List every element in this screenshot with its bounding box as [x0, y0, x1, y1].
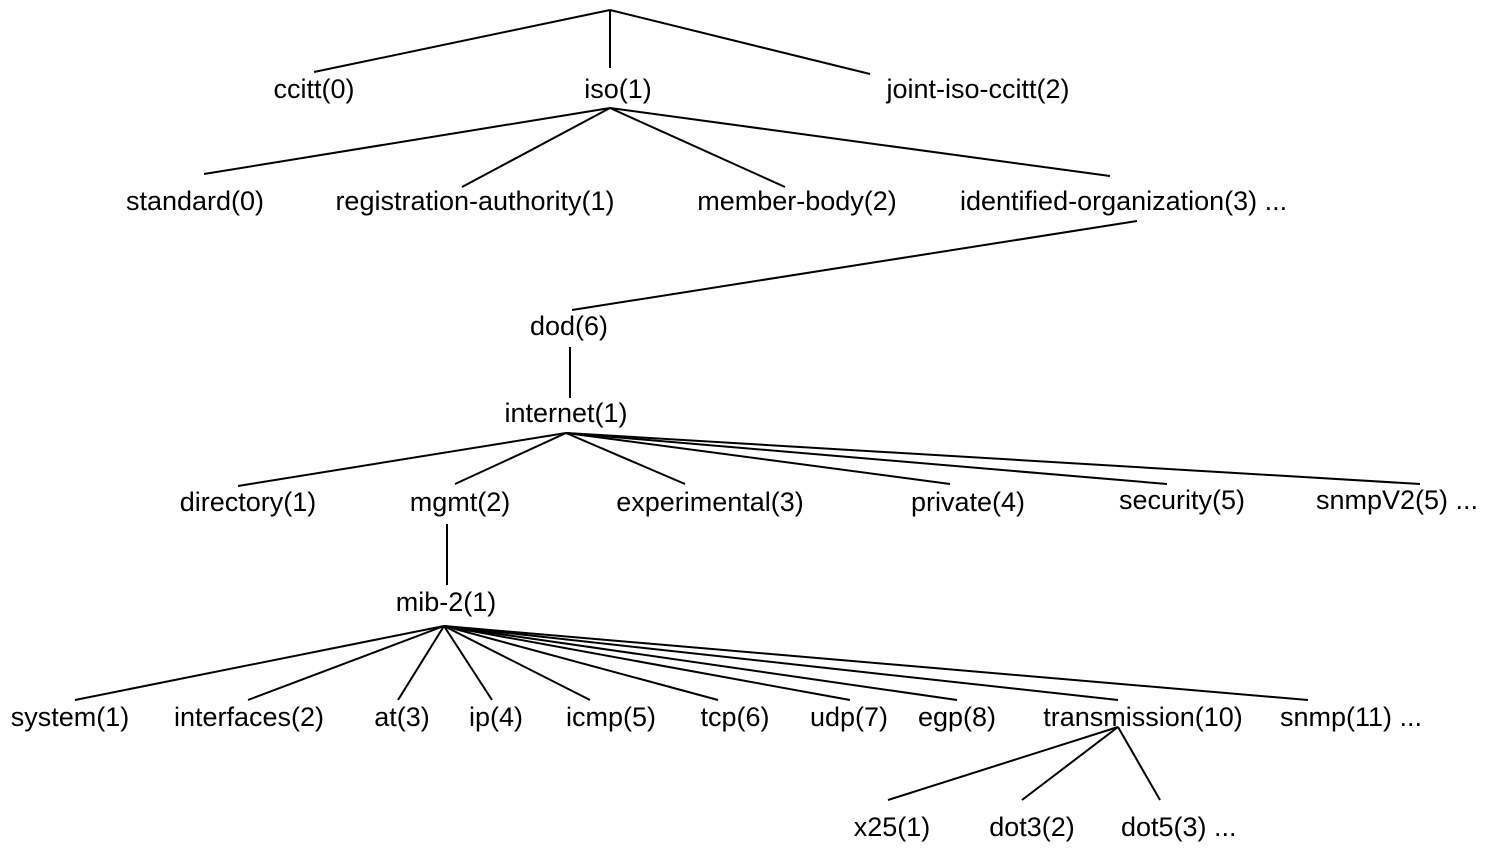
edge-mib2-to-snmp	[443, 625, 1309, 701]
edge-internet-to-private	[565, 432, 951, 485]
node-ip: ip(4)	[469, 702, 523, 732]
edge-idorg-to-dod	[571, 220, 1138, 311]
node-private: private(4)	[911, 487, 1025, 517]
edge-transmission-to-dot5	[1117, 726, 1161, 801]
edge-mib2-to-transmission	[443, 625, 1119, 701]
node-snmp: snmp(11) ...	[1280, 702, 1422, 732]
node-registration-authority: registration-authority(1)	[335, 186, 614, 216]
node-directory: directory(1)	[180, 487, 317, 517]
edge-mib2-to-icmp	[443, 625, 591, 701]
tree-labels: ccitt(0) iso(1) joint-iso-ccitt(2) stand…	[11, 74, 1478, 842]
node-udp: udp(7)	[810, 702, 888, 732]
node-iso: iso(1)	[584, 74, 652, 104]
edge-mib2-to-tcp	[443, 625, 719, 701]
node-at: at(3)	[374, 702, 430, 732]
node-x25: x25(1)	[854, 812, 931, 842]
edge-mib2-to-udp	[443, 625, 851, 701]
node-member-body: member-body(2)	[697, 186, 897, 216]
edge-mib2-to-system	[74, 625, 445, 701]
node-experimental: experimental(3)	[616, 487, 804, 517]
edge-mib2-to-egp	[443, 625, 958, 701]
edge-internet-to-mgmt	[454, 432, 567, 485]
node-dot3: dot3(2)	[989, 812, 1075, 842]
edge-transmission-to-x25	[887, 726, 1119, 801]
node-standard: standard(0)	[126, 186, 264, 216]
edge-internet-to-experimental	[565, 432, 686, 485]
node-icmp: icmp(5)	[566, 702, 656, 732]
node-interfaces: interfaces(2)	[174, 702, 324, 732]
edge-mib2-to-ip	[443, 625, 493, 701]
node-egp: egp(8)	[918, 702, 996, 732]
edge-root-to-joint	[609, 9, 871, 75]
node-security: security(5)	[1119, 485, 1245, 515]
node-joint-iso-ccitt: joint-iso-ccitt(2)	[885, 74, 1069, 104]
node-mgmt: mgmt(2)	[410, 487, 511, 517]
edge-iso-to-member	[609, 107, 786, 188]
edge-mib2-to-at	[397, 625, 445, 701]
node-transmission: transmission(10)	[1043, 702, 1243, 732]
node-mib-2: mib-2(1)	[396, 587, 497, 617]
node-tcp: tcp(6)	[700, 702, 769, 732]
edge-internet-to-snmpv2	[565, 432, 1421, 485]
edge-iso-to-regauth	[461, 107, 611, 188]
node-dod: dod(6)	[530, 311, 608, 341]
node-dot5: dot5(3) ...	[1121, 812, 1237, 842]
node-ccitt: ccitt(0)	[274, 74, 355, 104]
edge-internet-to-security	[565, 432, 1168, 485]
edge-iso-to-standard	[203, 107, 611, 175]
edge-root-to-ccitt	[313, 9, 611, 73]
tree-edges	[74, 9, 1421, 801]
node-system: system(1)	[11, 702, 130, 732]
node-identified-organization: identified-organization(3) ...	[960, 186, 1287, 216]
edge-internet-to-directory	[237, 432, 567, 487]
edge-mib2-to-interfaces	[247, 625, 445, 701]
edge-transmission-to-dot3	[1021, 726, 1119, 801]
node-snmpv2: snmpV2(5) ...	[1316, 485, 1478, 515]
node-internet: internet(1)	[504, 398, 627, 428]
edge-iso-to-idorg	[609, 107, 1111, 177]
